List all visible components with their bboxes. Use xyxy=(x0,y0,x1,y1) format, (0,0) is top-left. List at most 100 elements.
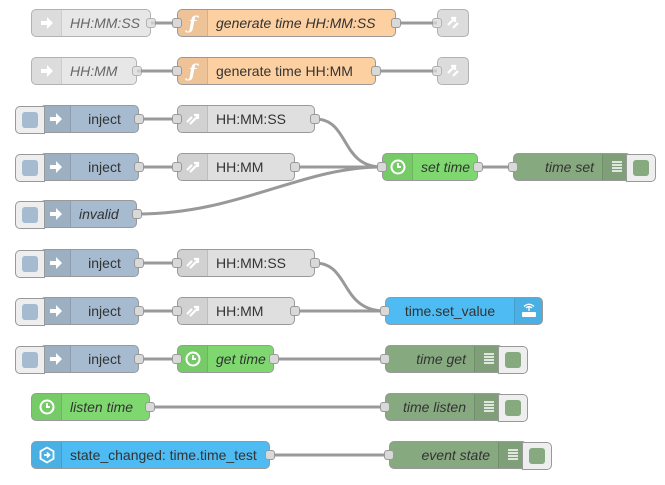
inject-node-hhmm-disabled[interactable]: HH:MM xyxy=(31,57,142,85)
function-node-hhmmss[interactable]: ƒ generate time HH:MM:SS xyxy=(172,9,401,37)
link-out-icon xyxy=(438,10,468,36)
node-label: time set xyxy=(544,159,594,175)
input-port[interactable] xyxy=(172,354,182,364)
hexagon-arrow-icon xyxy=(32,442,62,468)
shuffle-icon xyxy=(178,154,208,180)
inject-trigger-button[interactable] xyxy=(15,201,45,229)
debug-node-time-set[interactable]: time set xyxy=(508,153,656,182)
input-port[interactable] xyxy=(172,306,182,316)
link-out-node-2[interactable] xyxy=(432,57,469,85)
get-time-node[interactable]: get time xyxy=(172,345,279,373)
function-icon: ƒ xyxy=(178,58,208,84)
function-icon: ƒ xyxy=(178,10,208,36)
node-label: state_changed: time.time_test xyxy=(70,447,257,463)
output-port[interactable] xyxy=(132,209,142,219)
inject-node-hhmmss-disabled[interactable]: HH:MM:SS xyxy=(31,9,156,37)
list-icon xyxy=(602,154,630,180)
call-service-node-set-value[interactable]: time.set_value xyxy=(380,297,543,325)
input-port[interactable] xyxy=(172,66,182,76)
arrow-in-icon xyxy=(41,154,71,180)
output-port[interactable] xyxy=(146,18,156,28)
input-port[interactable] xyxy=(432,66,442,76)
debug-toggle-button[interactable] xyxy=(498,394,528,422)
change-node-hhmmss-1[interactable]: HH:MM:SS xyxy=(172,105,320,133)
debug-toggle-button[interactable] xyxy=(522,442,552,470)
change-node-hhmm-2[interactable]: HH:MM xyxy=(172,297,300,325)
input-port[interactable] xyxy=(172,258,182,268)
change-node-hhmmss-2[interactable]: HH:MM:SS xyxy=(172,249,320,277)
inject-trigger-button[interactable] xyxy=(15,106,45,134)
function-node-hhmm[interactable]: ƒ generate time HH:MM xyxy=(172,57,381,85)
debug-toggle-button[interactable] xyxy=(626,154,656,182)
listen-time-node[interactable]: listen time xyxy=(31,393,155,421)
output-port[interactable] xyxy=(371,66,381,76)
inject-node-5[interactable]: inject xyxy=(15,345,144,374)
clock-icon xyxy=(32,394,62,420)
link-out-node-1[interactable] xyxy=(432,9,469,37)
input-port[interactable] xyxy=(380,354,390,364)
input-port[interactable] xyxy=(377,162,387,172)
arrow-in-icon xyxy=(41,250,71,276)
output-port[interactable] xyxy=(134,306,144,316)
clock-icon xyxy=(383,154,413,180)
inject-node-2[interactable]: inject xyxy=(15,153,144,182)
debug-node-time-get[interactable]: time get xyxy=(380,345,528,374)
output-port[interactable] xyxy=(265,450,275,460)
output-port[interactable] xyxy=(269,354,279,364)
output-port[interactable] xyxy=(290,162,300,172)
inject-trigger-button[interactable] xyxy=(15,154,45,182)
output-port[interactable] xyxy=(132,66,142,76)
shuffle-icon xyxy=(178,250,208,276)
clock-icon xyxy=(178,346,208,372)
input-port[interactable] xyxy=(172,114,182,124)
change-node-hhmm-1[interactable]: HH:MM xyxy=(172,153,300,181)
input-port[interactable] xyxy=(172,162,182,172)
input-port[interactable] xyxy=(432,18,442,28)
node-label: get time xyxy=(216,351,266,367)
set-time-node[interactable]: set time xyxy=(377,153,483,181)
inject-trigger-button[interactable] xyxy=(15,346,45,374)
output-port[interactable] xyxy=(145,402,155,412)
output-port[interactable] xyxy=(290,306,300,316)
inject-node-4[interactable]: inject xyxy=(15,297,144,326)
debug-toggle-button[interactable] xyxy=(498,346,528,374)
arrow-in-icon xyxy=(32,10,62,36)
input-port[interactable] xyxy=(508,162,518,172)
debug-node-time-listen[interactable]: time listen xyxy=(380,393,528,422)
router-icon xyxy=(514,298,542,324)
node-label: generate time HH:MM xyxy=(216,63,353,79)
output-port[interactable] xyxy=(473,162,483,172)
output-port[interactable] xyxy=(310,114,320,124)
wire xyxy=(314,261,386,313)
node-label: inject xyxy=(88,255,121,271)
arrow-in-icon xyxy=(32,58,62,84)
output-port[interactable] xyxy=(134,162,144,172)
node-label: time.set_value xyxy=(404,303,496,319)
output-port[interactable] xyxy=(391,18,401,28)
node-label: HH:MM:SS xyxy=(216,111,286,127)
node-label: HH:MM xyxy=(216,159,264,175)
node-label: generate time HH:MM:SS xyxy=(216,15,376,31)
node-label: time get xyxy=(416,351,466,367)
input-port[interactable] xyxy=(380,402,390,412)
input-port[interactable] xyxy=(384,450,394,460)
output-port[interactable] xyxy=(134,114,144,124)
input-port[interactable] xyxy=(380,306,390,316)
inject-node-invalid[interactable]: invalid xyxy=(15,200,142,229)
output-port[interactable] xyxy=(134,354,144,364)
inject-node-1[interactable]: inject xyxy=(15,105,144,134)
output-port[interactable] xyxy=(310,258,320,268)
input-port[interactable] xyxy=(172,18,182,28)
debug-node-event-state[interactable]: event state xyxy=(384,441,552,470)
inject-trigger-button[interactable] xyxy=(15,298,45,326)
output-port[interactable] xyxy=(134,258,144,268)
node-label: inject xyxy=(88,351,121,367)
link-out-icon xyxy=(438,58,468,84)
shuffle-icon xyxy=(178,106,208,132)
node-label: inject xyxy=(88,159,121,175)
list-icon xyxy=(498,442,526,468)
inject-trigger-button[interactable] xyxy=(15,250,45,278)
inject-node-3[interactable]: inject xyxy=(15,249,144,278)
events-state-node[interactable]: state_changed: time.time_test xyxy=(31,441,275,469)
